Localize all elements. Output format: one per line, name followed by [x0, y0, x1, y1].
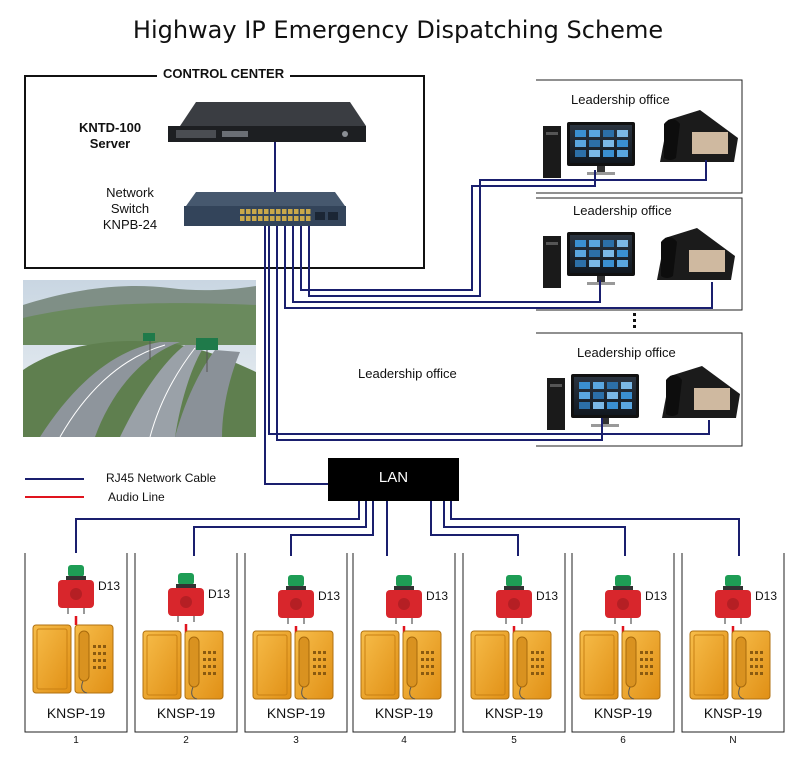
phone-model-label: KNSP-19 [484, 705, 544, 721]
station-frame [352, 553, 456, 733]
alarm-speaker-icon [168, 573, 204, 622]
station-1 [24, 553, 128, 733]
middle-office-label: Leadership office [358, 366, 457, 381]
switch-model: KNPB-24 [102, 217, 158, 232]
phone-model-label: KNSP-19 [156, 705, 216, 721]
alarm-speaker-icon [278, 575, 314, 624]
office-label-1: Leadership office [571, 92, 670, 107]
lan-station-cables [75, 501, 740, 556]
office-box-2 [536, 197, 743, 311]
emergency-phone-icon [579, 630, 661, 700]
station-number-label: 2 [183, 735, 189, 746]
switch-label: Network Switch KNPB-24 [85, 185, 175, 233]
pc-tower-icon [543, 126, 561, 178]
station-cable-1 [75, 501, 360, 553]
speaker-model-label: D13 [645, 589, 668, 603]
ip-video-phone-icon [660, 110, 738, 162]
emergency-phone-icon [470, 630, 552, 700]
pc-tower-icon [543, 236, 561, 288]
station-number-label: 5 [511, 735, 517, 746]
office-equipment-3 [547, 366, 740, 430]
switch-office-cables [264, 160, 713, 485]
server-role: Server [89, 136, 131, 151]
highway-photo [23, 280, 256, 438]
speaker-model-label: D13 [536, 589, 559, 603]
station-cable-6 [443, 501, 626, 556]
network-switch-icon [184, 192, 346, 226]
alarm-speaker-icon [715, 575, 751, 624]
emergency-phone-icon [252, 630, 334, 700]
emergency-phone-icon [689, 630, 771, 700]
station-5 [462, 553, 566, 733]
diagram-title: Highway IP Emergency Dispatching Scheme [132, 16, 664, 44]
control-center-label: CONTROL CENTER [157, 66, 291, 81]
ip-video-phone-icon [657, 228, 735, 280]
server-label: KNTD-100 Server [55, 120, 165, 152]
pc-tower-icon [547, 378, 565, 430]
speaker-model-label: D13 [426, 589, 449, 603]
phone-model-label: KNSP-19 [266, 705, 326, 721]
monitor-icon [571, 374, 639, 427]
station-frame [244, 553, 348, 733]
phone-model-label: KNSP-19 [593, 705, 653, 721]
switch-label-line2: Switch [110, 201, 150, 216]
phone-model-label: KNSP-19 [374, 705, 434, 721]
station-number-label: N [729, 735, 737, 746]
alarm-speaker-icon [605, 575, 641, 624]
station-frame [24, 553, 128, 733]
station-7 [681, 553, 785, 733]
station-number-label: 4 [401, 735, 407, 746]
server-icon [168, 102, 366, 142]
station-cable-7 [450, 501, 740, 556]
alarm-speaker-icon [58, 565, 94, 614]
office-label-3: Leadership office [577, 345, 676, 360]
legend-audio-label: Audio Line [108, 490, 165, 504]
alarm-speaker-icon [386, 575, 422, 624]
legend-network-label: RJ45 Network Cable [106, 471, 217, 485]
monitor-icon [567, 232, 635, 285]
emergency-phone-icon [142, 630, 224, 700]
speaker-model-label: D13 [755, 589, 778, 603]
station-6 [571, 553, 675, 733]
speaker-model-label: D13 [318, 589, 341, 603]
station-2 [134, 553, 238, 733]
alarm-speaker-icon [496, 575, 532, 624]
speaker-model-label: D13 [98, 579, 121, 593]
office-box-3 [536, 332, 743, 447]
office-label-2: Leadership office [573, 203, 672, 218]
station-cable-3 [290, 501, 374, 556]
phone-model-label: KNSP-19 [46, 705, 106, 721]
switch-label-line1: Network [106, 185, 154, 200]
emergency-phone-icon [360, 630, 442, 700]
lan-box [328, 458, 459, 501]
station-3 [244, 553, 348, 733]
lan-label: LAN [378, 469, 409, 486]
ellipsis-dots [633, 313, 636, 328]
office-equipment-1 [543, 110, 738, 178]
ip-video-phone-icon [662, 366, 740, 418]
monitor-icon [567, 122, 635, 175]
station-frame [571, 553, 675, 733]
station-frame [681, 553, 785, 733]
station-number-label: 6 [620, 735, 626, 746]
office-box-1 [536, 79, 743, 194]
server-name: KNTD-100 [78, 120, 142, 135]
station-frame [462, 553, 566, 733]
station-number-label: 1 [73, 735, 79, 746]
station-number-label: 3 [293, 735, 299, 746]
speaker-model-label: D13 [208, 587, 231, 601]
station-cable-2 [193, 501, 367, 556]
station-4 [352, 553, 456, 733]
phone-model-label: KNSP-19 [703, 705, 763, 721]
station-cable-5 [430, 501, 519, 556]
emergency-phone-icon [32, 624, 114, 694]
office-equipment-2 [543, 228, 735, 288]
station-frame [134, 553, 238, 733]
